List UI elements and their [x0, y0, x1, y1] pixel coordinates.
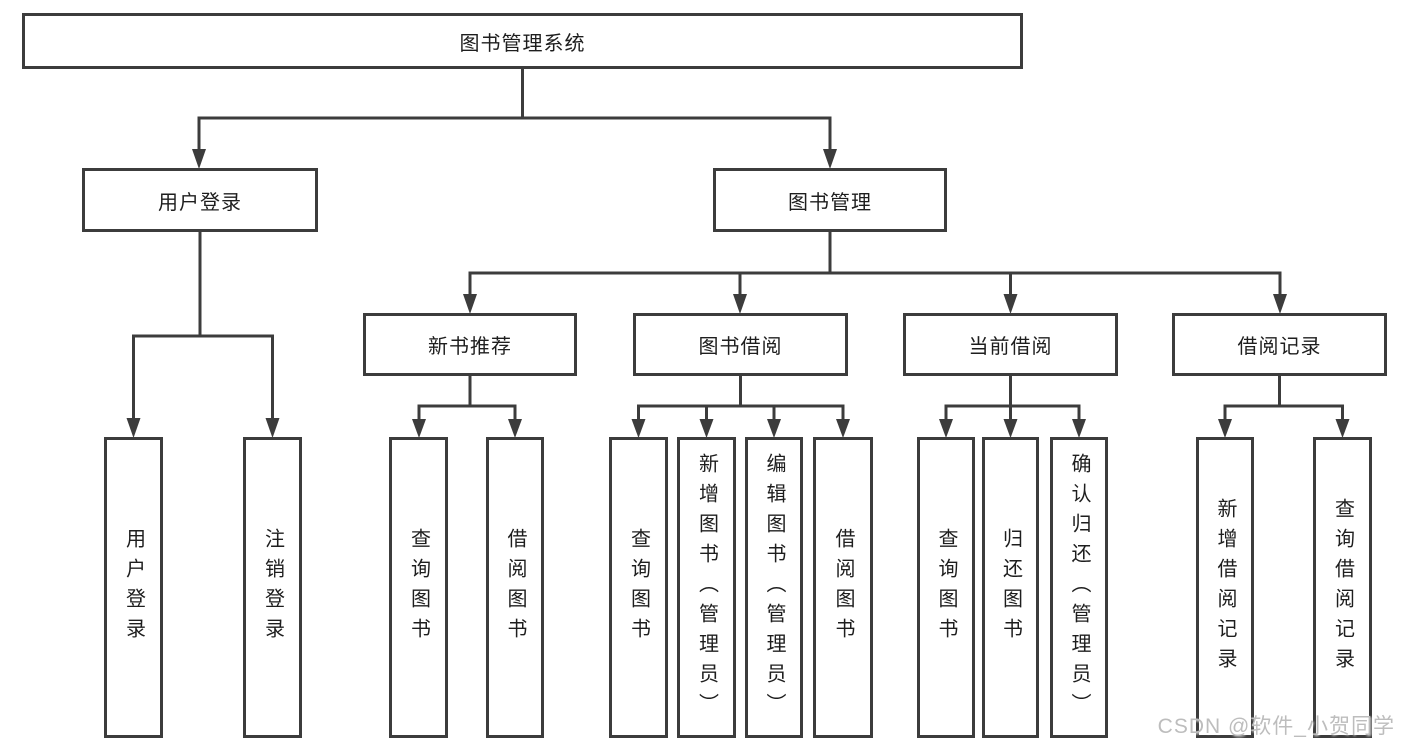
leaf-current-return-books: 归还图书	[982, 437, 1039, 738]
leaf-borrow-edit-books-admin: 编辑图书（管理员）	[745, 437, 803, 738]
leaf-logout: 注销登录	[243, 437, 302, 738]
leaf-borrow-borrow-books: 借阅图书	[813, 437, 873, 738]
leaf-borrow-add-books-admin: 新增图书（管理员）	[677, 437, 736, 738]
node-book-borrowing: 图书借阅	[633, 313, 848, 376]
leaf-borrow-query-books: 查询图书	[609, 437, 668, 738]
node-current-borrowing: 当前借阅	[903, 313, 1118, 376]
leaf-newbooks-borrow-books: 借阅图书	[486, 437, 544, 738]
node-library-management-system: 图书管理系统	[22, 13, 1023, 69]
csdn-watermark: CSDN @软件_小贺同学	[1157, 715, 1395, 738]
leaf-records-query-record: 查询借阅记录	[1313, 437, 1372, 738]
leaf-current-confirm-return-admin: 确认归还（管理员）	[1050, 437, 1108, 738]
node-borrowing-records: 借阅记录	[1172, 313, 1387, 376]
node-book-management: 图书管理	[713, 168, 947, 232]
node-user-login: 用户登录	[82, 168, 318, 232]
node-new-book-recommendation: 新书推荐	[363, 313, 577, 376]
leaf-records-add-record: 新增借阅记录	[1196, 437, 1254, 738]
leaf-user-login: 用户登录	[104, 437, 163, 738]
leaf-newbooks-query-books: 查询图书	[389, 437, 448, 738]
leaf-current-query-books: 查询图书	[917, 437, 975, 738]
